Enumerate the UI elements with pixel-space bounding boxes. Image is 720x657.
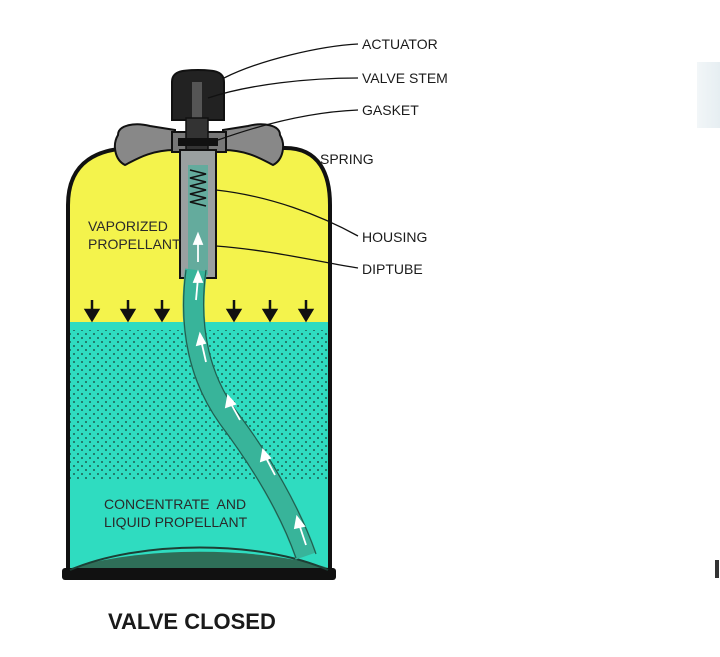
label-concentrate-line2: LIQUID PROPELLANT <box>104 514 248 530</box>
label-vaporized-line1: VAPORIZED <box>88 218 168 234</box>
pressure-arrow <box>83 300 101 323</box>
leader-diptube <box>215 245 359 269</box>
gasket <box>178 138 218 146</box>
label-diptube: DIPTUBE <box>362 261 423 277</box>
pressure-arrow <box>261 300 279 323</box>
diagram-title: VALVE CLOSED <box>108 609 276 634</box>
side-mark <box>715 560 719 578</box>
actuator-slot <box>192 82 202 122</box>
can-bottom-dome-line <box>69 546 329 571</box>
pressure-arrow <box>153 300 171 323</box>
pressure-arrow <box>297 300 315 323</box>
label-vaporized-line2: PROPELLANT <box>88 236 181 252</box>
diptube-outline-left <box>183 269 297 559</box>
pressure-arrow <box>119 300 137 323</box>
label-gasket: GASKET <box>362 102 419 118</box>
mounting-cup <box>113 123 176 167</box>
flow-arrow <box>192 269 204 301</box>
leader-housing <box>215 189 359 237</box>
flow-arrow <box>195 331 207 363</box>
side-panel <box>697 62 720 128</box>
label-spring: SPRING <box>320 151 374 167</box>
flow-arrow <box>259 448 276 476</box>
leader-gasket <box>217 109 359 141</box>
label-housing: HOUSING <box>362 229 427 245</box>
leader-lines <box>207 43 359 269</box>
diptube-outline-right <box>203 269 317 555</box>
label-valve-stem: VALVE STEM <box>362 70 448 86</box>
spring <box>189 169 207 207</box>
pressure-arrows <box>83 300 315 323</box>
flow-arrow <box>224 394 241 421</box>
diptube <box>182 268 317 560</box>
leader-actuator <box>223 43 359 79</box>
can-base-rim <box>62 568 336 580</box>
flow-arrow <box>293 514 307 546</box>
pressure-arrow <box>225 300 243 323</box>
label-actuator: ACTUATOR <box>362 36 438 52</box>
leader-valve-stem <box>207 77 359 99</box>
flow-arrow <box>192 231 204 262</box>
flow-arrows <box>192 231 307 546</box>
label-concentrate-line1: CONCENTRATE AND <box>104 496 246 512</box>
